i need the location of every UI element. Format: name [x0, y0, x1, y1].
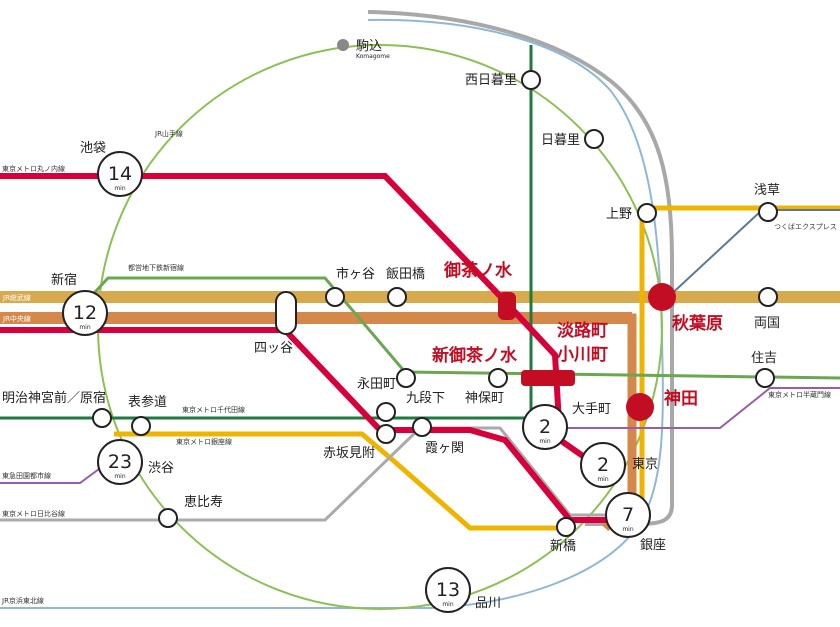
nagatacho-label: 永田町: [357, 377, 396, 392]
tokyo-time-unit: min: [597, 476, 609, 483]
otemachi-time-unit: min: [539, 438, 551, 445]
kanda-marker: [626, 393, 654, 421]
hanzomon-line: [555, 387, 840, 429]
yotsuya-label: 四ッ谷: [254, 341, 293, 356]
shinbashi-label: 新橋: [550, 538, 576, 554]
shibuya-time: 23: [108, 451, 132, 473]
marunouchi-line-south: [0, 327, 612, 523]
shibuya-time-circle[interactable]: [97, 439, 143, 485]
ginza-time-unit: min: [622, 526, 634, 533]
chiyoda-line-label: 東京メトロ千代田線: [182, 405, 245, 414]
iidabashi-station[interactable]: [387, 287, 407, 307]
chuo-line: [0, 312, 632, 324]
ichigaya-station[interactable]: [325, 287, 345, 307]
jr-outer-loop-line: [367, 10, 674, 526]
akasakamitsuke-label: 赤坂見附: [323, 446, 375, 461]
akihabara-label: 秋葉原: [672, 313, 723, 334]
kudanshita-label: 九段下: [406, 391, 445, 406]
meiji-label: 明治神宮前／原宿: [2, 390, 106, 406]
ochanomizu-marker: [498, 292, 516, 320]
ginza-time-circle[interactable]: [605, 492, 651, 538]
nippori-station[interactable]: [584, 129, 604, 149]
komagome-label: 駒込: [356, 39, 382, 54]
shinjuku-line-label: 都営地下鉄新宿線: [128, 263, 184, 272]
yamanote-line-label: JR山手線: [154, 129, 183, 138]
meiji-station[interactable]: [92, 408, 112, 428]
iidabashi-label: 飯田橋: [386, 267, 425, 282]
nishinippori-label: 西日暮里: [465, 73, 517, 88]
ginza-line: [114, 205, 840, 531]
nishinippori-station[interactable]: [521, 70, 541, 90]
tsukuba-line-label: つくばエクスプレス: [774, 222, 837, 231]
asakusa-station[interactable]: [758, 202, 778, 222]
marunouchi-line: [0, 173, 602, 471]
nippori-label: 日暮里: [541, 133, 580, 148]
akasakamitsuke-station[interactable]: [376, 424, 396, 444]
ryogoku-label: 両国: [754, 316, 780, 331]
ikebukuro-label: 池袋: [80, 141, 106, 156]
hanzomon-line-label: 東京メトロ半蔵門線: [768, 390, 831, 399]
ueno-label: 上野: [606, 207, 632, 222]
shinjuku-time: 12: [73, 302, 97, 324]
ogawamachi-label: 小川町: [557, 345, 608, 365]
ryogoku-station[interactable]: [758, 287, 778, 307]
nagatacho-station[interactable]: [376, 402, 396, 422]
ginza-line-label: 東京メトロ銀座線: [176, 437, 232, 446]
komagome-en-label: Komagome: [356, 53, 390, 60]
shinjuku-label: 新宿: [51, 272, 77, 288]
asakusa-label: 浅草: [754, 183, 780, 198]
tokyo-time: 2: [597, 454, 609, 476]
ikebukuro-time-unit: min: [114, 185, 126, 192]
jimbocho-station[interactable]: [488, 368, 508, 388]
shinagawa-time-circle[interactable]: [425, 567, 471, 613]
shibuya-label: 渋谷: [148, 461, 174, 476]
shinagawa-time-unit: min: [442, 601, 454, 608]
kasumigaseki-station[interactable]: [412, 417, 432, 437]
sumiyoshi-label: 住吉: [751, 351, 777, 366]
kasumigaseki-label: 霞ヶ関: [425, 441, 464, 456]
shin-ochanomizu-label: 新御茶ノ水: [432, 345, 518, 366]
ginza-time: 7: [622, 504, 634, 526]
otemachi-label: 大手町: [572, 402, 611, 417]
ikebukuro-time-circle[interactable]: [97, 151, 143, 197]
omotesando-label: 表参道: [128, 394, 167, 410]
ginza-label: 銀座: [640, 538, 666, 553]
ichigaya-label: 市ヶ谷: [336, 266, 375, 282]
shinagawa-time: 13: [436, 579, 460, 601]
yotsuya-station[interactable]: [275, 291, 297, 335]
marunouchi-line-label: 東京メトロ丸ノ内線: [2, 164, 65, 173]
sumiyoshi-station[interactable]: [755, 368, 775, 388]
awajicho-marker: [521, 370, 575, 386]
tokyo-time-circle[interactable]: [580, 442, 626, 488]
ueno-station[interactable]: [637, 203, 657, 223]
ikebukuro-time: 14: [108, 163, 132, 185]
akihabara-marker: [648, 283, 676, 311]
awajicho-label: 淡路町: [557, 320, 608, 341]
ebisu-station[interactable]: [158, 508, 178, 528]
shinjuku-time-circle[interactable]: [62, 290, 108, 336]
ebisu-label: 恵比寿: [184, 495, 223, 510]
komagome-marker: [337, 39, 349, 51]
shinbashi-station[interactable]: [556, 517, 576, 537]
omotesando-station[interactable]: [131, 416, 151, 436]
shinagawa-label: 品川: [475, 596, 501, 611]
keihin-line-label: JR京浜東北線: [1, 596, 44, 605]
kanda-label: 神田: [664, 388, 698, 409]
shibuya-time-unit: min: [114, 473, 126, 480]
hibiya-line-label: 東京メトロ日比谷線: [2, 509, 65, 518]
tokyo-label: 東京: [632, 456, 658, 472]
otemachi-time: 2: [539, 416, 551, 438]
sobu-line: [0, 291, 840, 303]
chuo-line-label: JR中央線: [2, 314, 31, 323]
ochanomizu-label: 御茶ノ水: [443, 260, 513, 281]
sobu-line-label: JR総武線: [2, 293, 31, 302]
kudanshita-station[interactable]: [396, 368, 416, 388]
denentoshi-line-label: 東急田園都市線: [2, 471, 51, 480]
jimbocho-label: 神保町: [465, 391, 504, 406]
shinjuku-time-unit: min: [79, 324, 91, 331]
otemachi-time-circle[interactable]: [522, 404, 568, 450]
